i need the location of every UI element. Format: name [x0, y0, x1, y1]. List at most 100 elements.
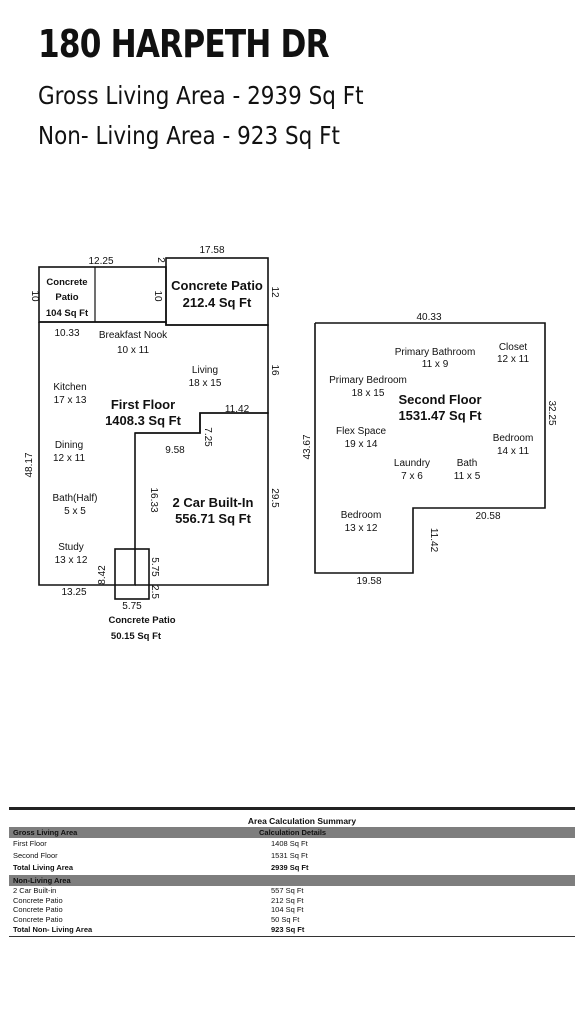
dim-garage-left: 16.33 — [148, 487, 159, 512]
first-floor-area: 1408.3 Sq Ft — [105, 413, 182, 428]
summary-top-rule — [9, 807, 575, 810]
room-flex-size: 19 x 14 — [345, 439, 378, 450]
dim-top-right: 17.58 — [199, 245, 224, 256]
gla-header-label: Gross Living Area — [13, 828, 78, 837]
room-primary-bed-size: 18 x 15 — [352, 388, 385, 399]
row-value: 557 Sq Ft — [271, 886, 304, 895]
room-bath-half-size: 5 x 5 — [64, 506, 86, 517]
dim-left-total: 48.17 — [24, 452, 35, 477]
bottom-patio-area: 50.15 Sq Ft — [111, 631, 162, 642]
total-living-row: Total Living Area 2939 Sq Ft — [9, 862, 575, 874]
garage-area: 556.71 Sq Ft — [175, 511, 252, 526]
dim-top-left: 12.25 — [88, 256, 113, 267]
room-breakfast-name: Breakfast Nook — [99, 330, 168, 341]
total-non-living-row: Total Non- Living Area 923 Sq Ft — [9, 924, 575, 937]
room-primary-bed-name: Primary Bedroom — [329, 375, 407, 386]
dim-patio-width: 5.75 — [122, 601, 142, 612]
room-study-size: 13 x 12 — [55, 555, 88, 566]
dim-garage-step: 7.25 — [202, 427, 213, 447]
room-bedroom-right-size: 14 x 11 — [497, 446, 529, 457]
bottom-patio-outline — [114, 548, 150, 600]
room-living-size: 18 x 15 — [189, 378, 222, 389]
room-study-name: Study — [58, 542, 84, 553]
dim-second-top: 40.33 — [416, 312, 441, 323]
bottom-patio-name: Concrete Patio — [108, 615, 175, 626]
room-bath-name: Bath — [457, 458, 478, 469]
dim-garage-top: 11.42 — [225, 404, 250, 415]
table-row: Concrete Patio 212 Sq Ft — [9, 896, 575, 906]
dim-bottom-left: 13.25 — [61, 587, 86, 598]
large-patio-area: 212.4 Sq Ft — [183, 295, 252, 310]
room-dining-size: 12 x 11 — [53, 453, 85, 464]
dim-second-left: 43.67 — [302, 434, 313, 459]
table-row: Second Floor 1531 Sq Ft — [9, 850, 575, 862]
room-primary-bath-size: 11 x 9 — [422, 359, 449, 370]
first-floor-name: First Floor — [111, 397, 175, 412]
table-row: 2 Car Built-in 557 Sq Ft — [9, 886, 575, 896]
room-bath-size: 11 x 5 — [454, 471, 481, 482]
room-bedroom-bottom-size: 13 x 12 — [345, 523, 378, 534]
nla-header-bar: Non-Living Area — [9, 875, 575, 886]
gross-living-area-heading: Gross Living Area - 2939 Sq Ft — [38, 81, 364, 110]
second-floor-outline — [314, 322, 546, 574]
table-row: Concrete Patio 104 Sq Ft — [9, 905, 575, 915]
property-address: 180 HARPETH DR — [38, 22, 330, 66]
room-flex-name: Flex Space — [336, 426, 386, 437]
dim-right-patio: 12 — [269, 286, 280, 298]
total-living-value: 2939 Sq Ft — [271, 863, 309, 872]
gla-header-bar: Gross Living Area Calculation Details — [9, 827, 575, 838]
room-bedroom-bottom-name: Bedroom — [341, 510, 382, 521]
room-closet-size: 12 x 11 — [497, 354, 529, 365]
row-label: Concrete Patio — [13, 905, 63, 914]
row-label: Concrete Patio — [13, 895, 63, 905]
dim-patio-side-b: 2.5 — [149, 585, 160, 599]
dim-second-right: 32.25 — [546, 400, 557, 425]
dim-garage-right: 29.5 — [269, 488, 280, 508]
row-value: 212 Sq Ft — [271, 895, 304, 905]
room-breakfast-size: 10 x 11 — [117, 345, 149, 356]
second-floor-area: 1531.47 Sq Ft — [398, 408, 482, 423]
dim-notch: 2 — [155, 257, 166, 263]
dim-second-bottom: 19.58 — [356, 576, 381, 587]
non-living-area-heading: Non- Living Area - 923 Sq Ft — [38, 121, 340, 150]
dim-nook-width: 10.33 — [54, 328, 79, 339]
total-living-label: Total Living Area — [13, 863, 74, 872]
total-non-living-label: Total Non- Living Area — [13, 925, 93, 934]
room-laundry-size: 7 x 6 — [401, 471, 423, 482]
room-primary-bath-name: Primary Bathroom — [395, 347, 476, 358]
second-floor-name: Second Floor — [398, 392, 481, 407]
room-living-name: Living — [192, 365, 218, 376]
room-bedroom-right-name: Bedroom — [493, 433, 534, 444]
room-kitchen-size: 17 x 13 — [54, 395, 87, 406]
dim-living-side: 16 — [269, 364, 280, 376]
small-patio-area: 104 Sq Ft — [46, 308, 89, 319]
row-value: 50 Sq Ft — [271, 914, 300, 924]
row-value: 1408 Sq Ft — [271, 839, 308, 848]
garage-name: 2 Car Built-In — [173, 495, 254, 510]
row-label: Second Floor — [13, 851, 58, 860]
room-closet-name: Closet — [499, 342, 528, 353]
dim-patio-side-a: 5.75 — [149, 557, 160, 577]
calc-header-label: Calculation Details — [259, 828, 327, 837]
dim-stair-width: 9.58 — [165, 445, 185, 456]
total-non-living-value: 923 Sq Ft — [271, 925, 305, 934]
room-bath-half-name: Bath(Half) — [52, 493, 97, 504]
small-patio-name-1: Concrete — [46, 277, 87, 288]
row-label: Concrete Patio — [13, 914, 63, 924]
dim-inner-patio: 10 — [152, 290, 163, 302]
dim-second-step-height: 11.42 — [428, 528, 439, 553]
dim-patio-height: 8.42 — [97, 565, 108, 585]
table-row: Concrete Patio 50 Sq Ft — [9, 915, 575, 925]
row-label: 2 Car Built-in — [13, 886, 57, 895]
floor-plan-diagram: Concrete Patio 104 Sq Ft Concrete Patio … — [24, 245, 557, 642]
table-row: First Floor 1408 Sq Ft — [9, 838, 575, 850]
row-value: 104 Sq Ft — [271, 905, 304, 914]
summary-title: Area Calculation Summary — [247, 816, 357, 826]
small-patio-name-2: Patio — [55, 292, 78, 303]
large-patio-name: Concrete Patio — [171, 278, 263, 293]
room-laundry-name: Laundry — [394, 458, 430, 469]
row-value: 1531 Sq Ft — [271, 851, 308, 860]
wall-outlines — [38, 257, 546, 600]
area-summary-table: Area Calculation Summary Gross Living Ar… — [9, 807, 575, 937]
garage-outline — [135, 412, 269, 586]
